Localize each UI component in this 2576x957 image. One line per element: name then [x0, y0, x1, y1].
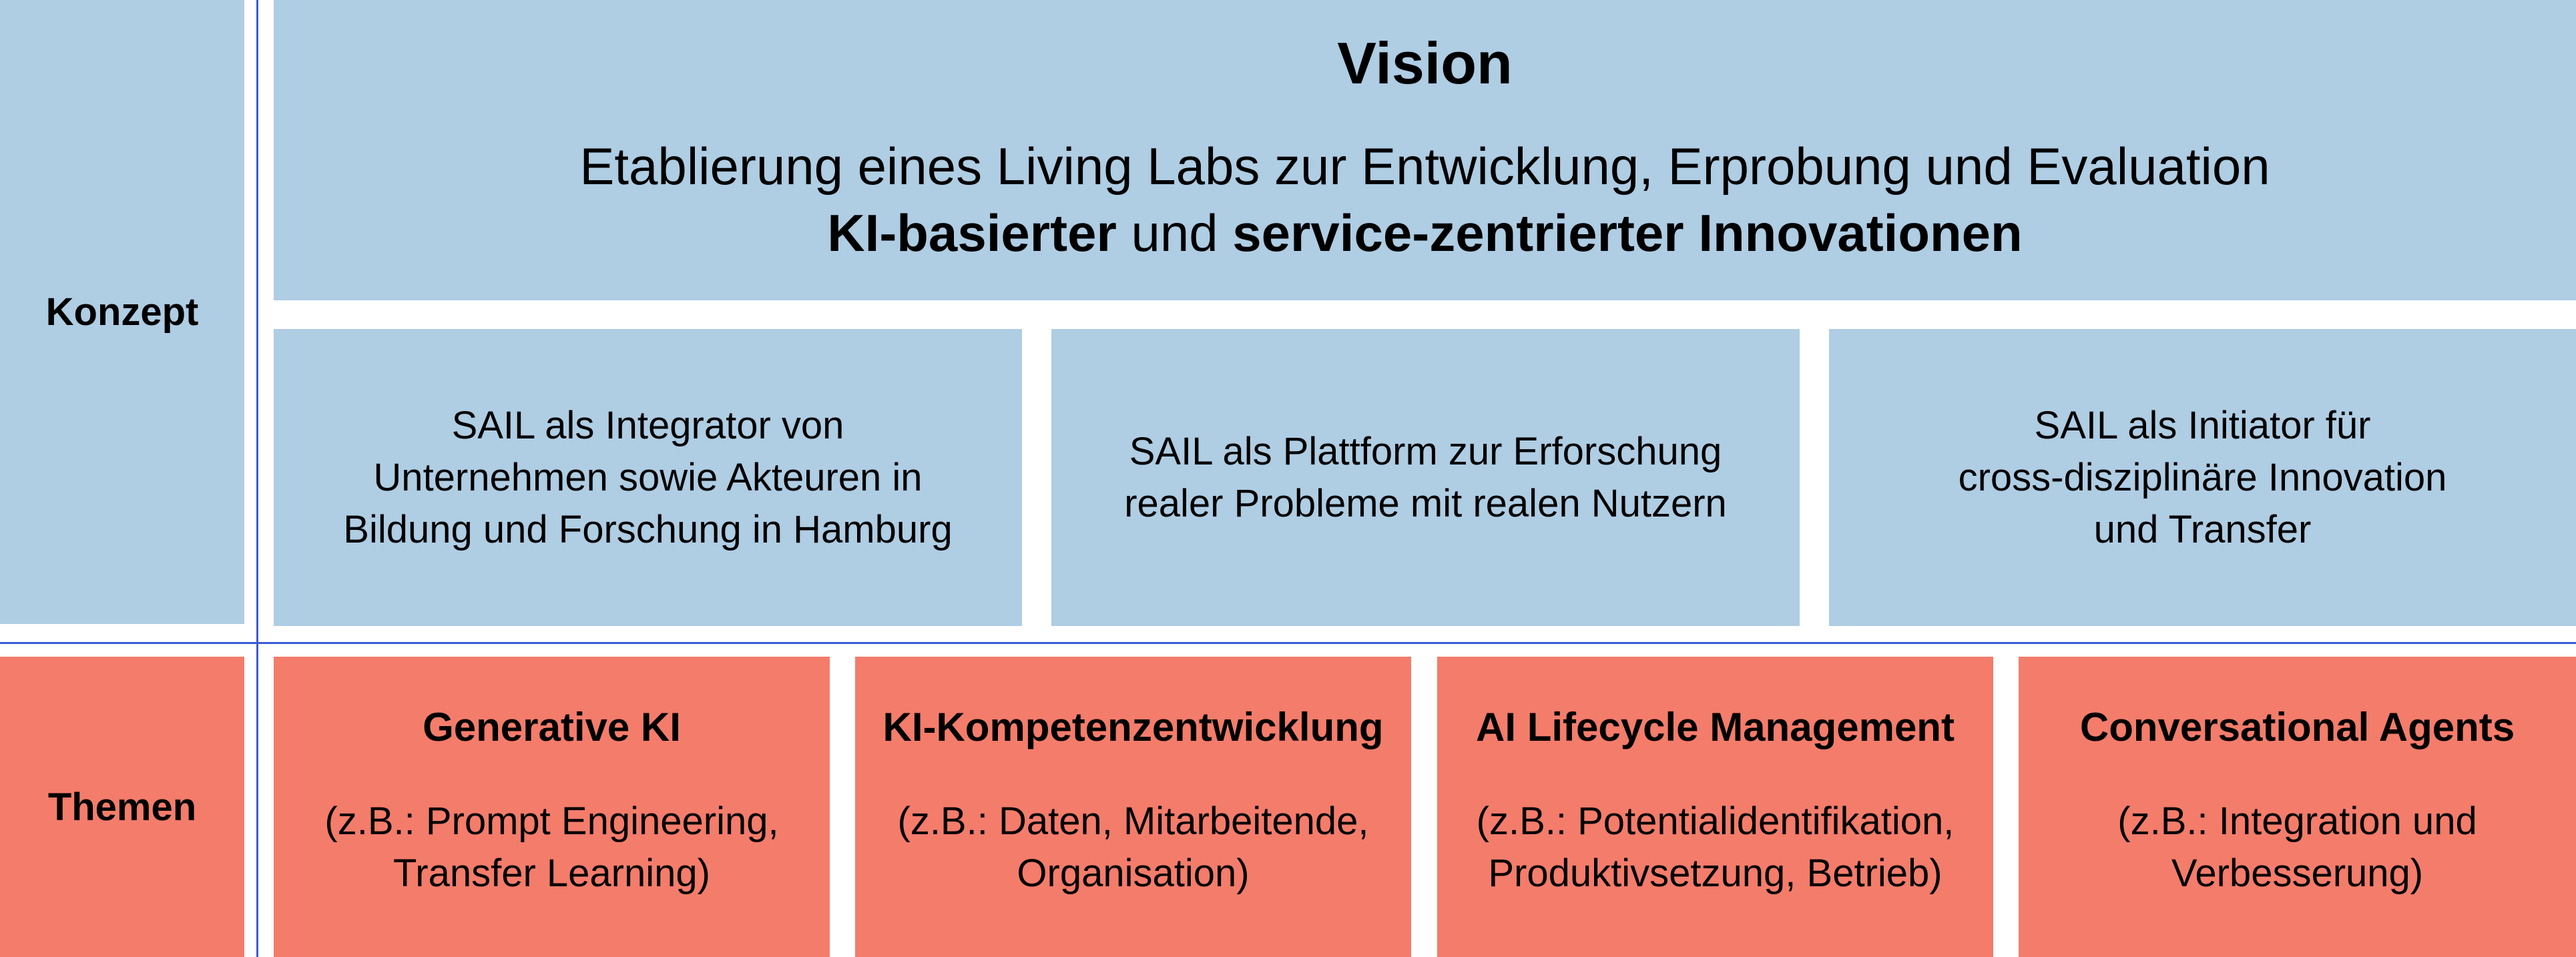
vision-title: Vision — [1337, 30, 1513, 96]
vertical-divider — [256, 0, 258, 957]
theme-description: (z.B.: Integration und Verbesserung) — [2117, 795, 2477, 900]
theme-desc-line: (z.B.: Potentialidentifikation, — [1476, 800, 1955, 843]
vision-line-1: Etablierung eines Living Labs zur Entwic… — [579, 137, 2270, 196]
vision-bold-service: service-zentrierter Innovationen — [1232, 204, 2023, 262]
pillar-integrator: SAIL als Integrator von Unternehmen sowi… — [274, 329, 1022, 626]
pillar-line: SAIL als Initiator für — [2034, 403, 2371, 447]
theme-desc-line: (z.B.: Integration und — [2117, 800, 2477, 843]
pillar-line: cross-disziplinäre Innovation — [1958, 455, 2447, 499]
theme-desc-line: Organisation) — [1017, 852, 1250, 895]
pillar-line: SAIL als Integrator von — [451, 403, 844, 447]
themen-label-text: Themen — [47, 785, 197, 829]
row-label-konzept: Konzept — [0, 0, 244, 624]
pillar-line: und Transfer — [2093, 507, 2312, 551]
horizontal-divider — [0, 642, 2576, 644]
vision-connector: und — [1116, 204, 1233, 262]
theme-title: AI Lifecycle Management — [1476, 705, 1955, 749]
theme-desc-line: Verbesserung) — [2171, 852, 2424, 895]
theme-ai-lifecycle-management: AI Lifecycle Management (z.B.: Potential… — [1437, 657, 1993, 957]
theme-title: Conversational Agents — [2079, 705, 2515, 749]
pillar-line: realer Probleme mit realen Nutzern — [1124, 481, 1727, 525]
theme-desc-line: Produktivsetzung, Betrieb) — [1488, 852, 1943, 895]
pillar-line: SAIL als Plattform zur Erforschung — [1129, 429, 1722, 473]
vision-bold-ki: KI-basierter — [827, 204, 1117, 262]
theme-conversational-agents: Conversational Agents (z.B.: Integration… — [2019, 657, 2576, 957]
theme-title: KI-Kompetenzentwicklung — [882, 705, 1384, 749]
vision-statement: Etablierung eines Living Labs zur Entwic… — [579, 133, 2270, 266]
theme-desc-line: (z.B.: Prompt Engineering, — [324, 800, 779, 843]
theme-description: (z.B.: Prompt Engineering, Transfer Lear… — [324, 795, 778, 900]
theme-desc-line: Transfer Learning) — [393, 852, 710, 895]
theme-title: Generative KI — [423, 705, 681, 749]
konzept-label-text: Konzept — [45, 290, 199, 334]
theme-ki-kompetenzentwicklung: KI-Kompetenzentwicklung (z.B.: Daten, Mi… — [855, 657, 1411, 957]
vision-box: Vision Etablierung eines Living Labs zur… — [274, 0, 2576, 300]
pillar-line: Unternehmen sowie Akteuren in — [373, 455, 923, 499]
pillar-initiator: SAIL als Initiator für cross-disziplinär… — [1829, 329, 2576, 626]
pillar-plattform: SAIL als Plattform zur Erforschung reale… — [1051, 329, 1800, 626]
row-label-themen: Themen — [0, 657, 244, 957]
theme-generative-ki: Generative KI (z.B.: Prompt Engineering,… — [274, 657, 830, 957]
theme-description: (z.B.: Daten, Mitarbeitende, Organisatio… — [898, 795, 1369, 900]
vision-line-2: KI-basierter und service-zentrierter Inn… — [579, 200, 2270, 266]
theme-description: (z.B.: Potentialidentifikation, Produkti… — [1477, 795, 1955, 900]
theme-desc-line: (z.B.: Daten, Mitarbeitende, — [897, 800, 1369, 843]
pillar-line: Bildung und Forschung in Hamburg — [343, 507, 953, 551]
